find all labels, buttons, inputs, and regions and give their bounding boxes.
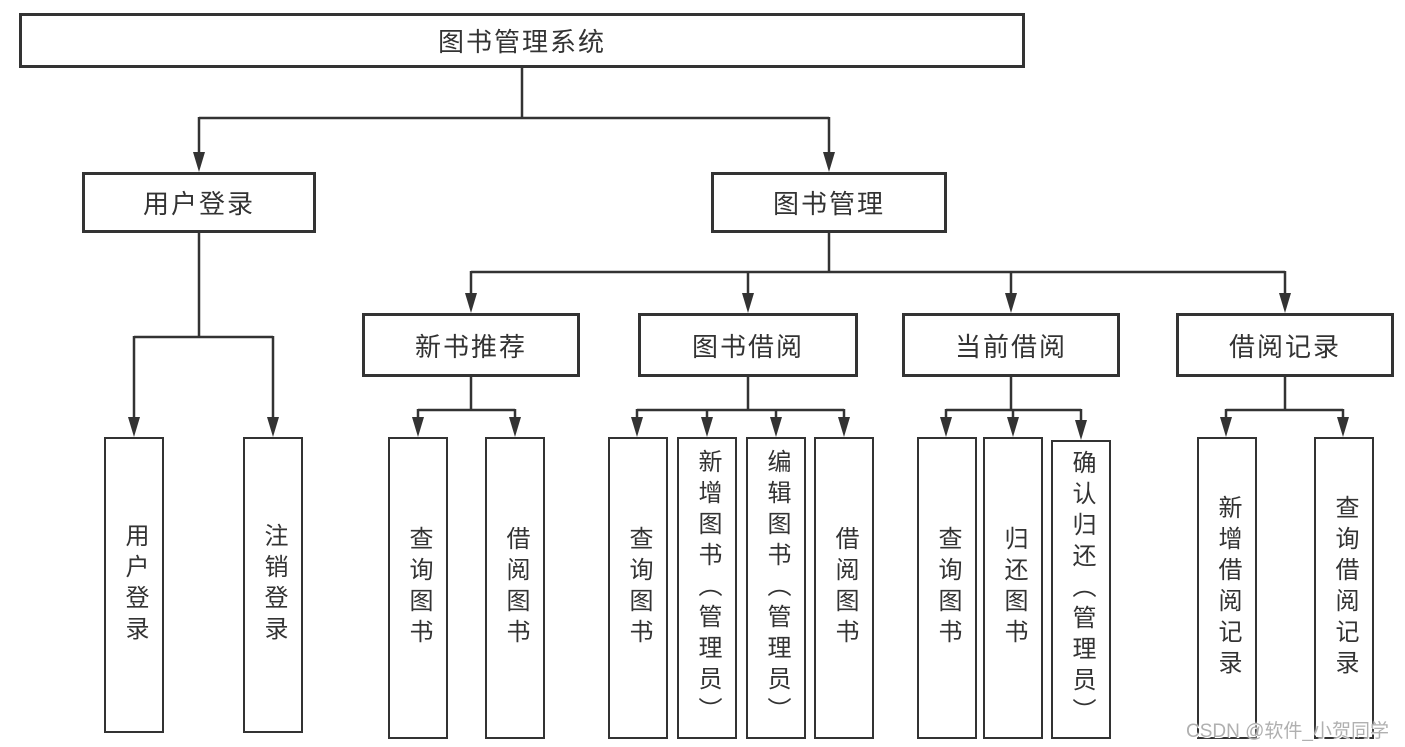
node-book-management-label: 图书管理 [772,189,885,219]
leaf-logout-label: 注销登录 [260,523,287,647]
leaf-bb-add-books-admin: 新增图书（管理员） [677,437,737,739]
node-book-management: 图书管理 [711,172,947,233]
node-current-borrow: 当前借阅 [902,313,1120,377]
leaf-br-add-record: 新增借阅记录 [1197,437,1257,739]
node-borrow-records: 借阅记录 [1176,313,1394,377]
leaf-bb-edit-books-admin: 编辑图书（管理员） [746,437,806,739]
node-borrow-records-label: 借阅记录 [1228,331,1341,362]
leaf-nb-borrow-books-label: 借阅图书 [502,526,529,650]
node-user-login: 用户登录 [82,172,316,233]
leaf-user-login: 用户登录 [104,437,164,733]
leaf-user-login-label: 用户登录 [121,523,148,647]
leaf-cb-confirm-return-admin-label: 确认归还（管理员） [1068,450,1095,729]
leaf-bb-borrow-books-label: 借阅图书 [831,526,858,650]
leaf-cb-confirm-return-admin: 确认归还（管理员） [1051,440,1111,739]
node-new-book-recommend-label: 新书推荐 [414,331,527,362]
leaf-bb-borrow-books: 借阅图书 [814,437,874,739]
leaf-nb-borrow-books: 借阅图书 [485,437,545,739]
leaf-br-add-record-label: 新增借阅记录 [1214,495,1241,681]
leaf-br-query-record-label: 查询借阅记录 [1331,495,1358,681]
leaf-bb-edit-books-admin-label: 编辑图书（管理员） [763,448,790,728]
leaf-nb-query-books: 查询图书 [388,437,448,739]
leaf-cb-return-books-label: 归还图书 [1000,526,1027,650]
leaf-bb-query-books: 查询图书 [608,437,668,739]
leaf-cb-query-books-label: 查询图书 [934,526,961,650]
node-book-borrow-label: 图书借阅 [691,331,804,362]
leaf-bb-query-books-label: 查询图书 [625,526,652,650]
leaf-nb-query-books-label: 查询图书 [405,526,432,650]
node-root: 图书管理系统 [19,13,1025,68]
node-new-book-recommend: 新书推荐 [362,313,580,377]
leaf-logout: 注销登录 [243,437,303,733]
node-root-label: 图书管理系统 [437,27,606,57]
csdn-watermark: CSDN @软件_小贺同学 [1186,721,1389,742]
leaf-br-query-record: 查询借阅记录 [1314,437,1374,739]
node-book-borrow: 图书借阅 [638,313,858,377]
leaf-bb-add-books-admin-label: 新增图书（管理员） [694,448,721,728]
node-current-borrow-label: 当前借阅 [954,331,1067,362]
leaf-cb-query-books: 查询图书 [917,437,977,739]
leaf-cb-return-books: 归还图书 [983,437,1043,739]
node-user-login-label: 用户登录 [142,189,255,219]
